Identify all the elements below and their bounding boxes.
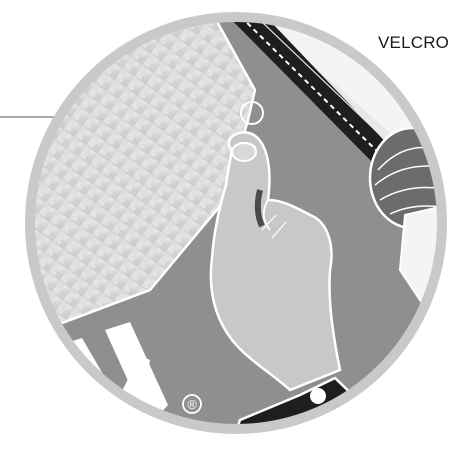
velcro-label: VELCRO [378, 33, 449, 53]
registered-mark: ® [187, 397, 197, 412]
